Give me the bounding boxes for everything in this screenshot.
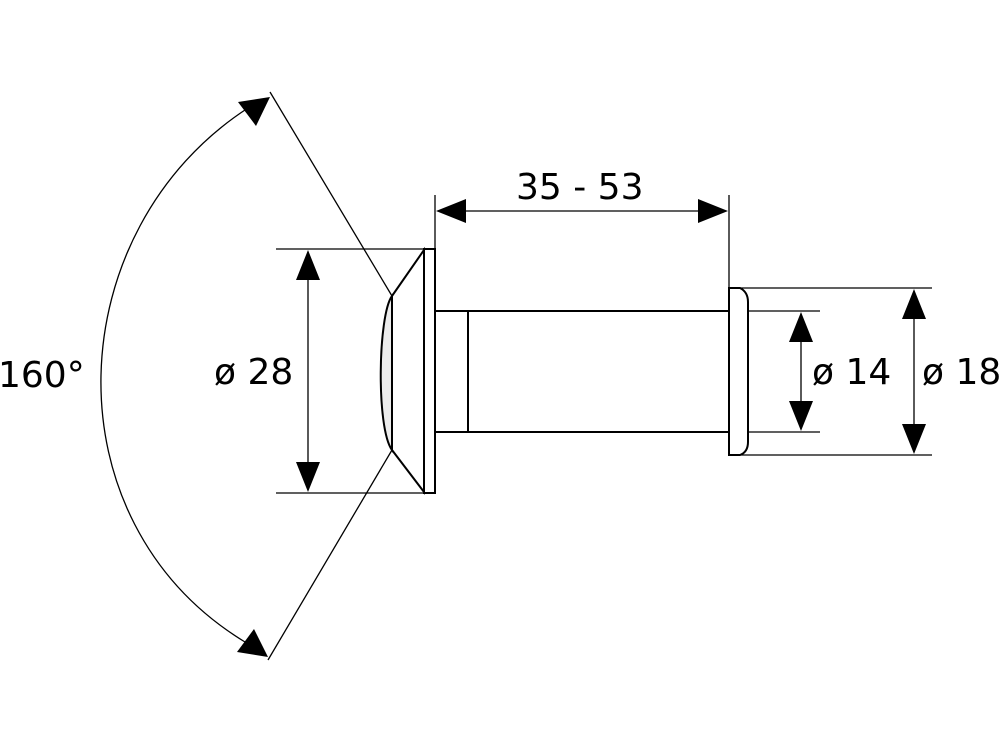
head-diameter-label: ø 28 [214, 352, 293, 393]
barrel-end-cap [728, 287, 749, 456]
angle-arrow-top [238, 97, 270, 126]
outer-arrow-bottom [902, 424, 926, 454]
lens-dome [379, 292, 393, 454]
head-arrow-top [296, 250, 320, 280]
angle-ray-upper [269, 91, 393, 297]
angle-ray-lower [267, 449, 393, 661]
inner-diameter-label: ø 14 [812, 352, 891, 393]
angle-arc [100, 107, 249, 643]
inner-arrow-bottom [789, 401, 813, 431]
outer-diameter-dimension: ø 18 [740, 287, 1000, 456]
length-dimension: 35 - 53 [434, 167, 730, 288]
inner-diameter-dimension: ø 14 [748, 310, 891, 433]
angle-arrow-bottom [237, 629, 268, 657]
view-angle-dimension: 160° [0, 91, 393, 661]
viewer-flange [423, 248, 436, 494]
viewer-head-cone [391, 246, 425, 495]
head-arrow-bottom [296, 462, 320, 492]
barrel-tube [467, 310, 730, 433]
outer-arrow-top [902, 289, 926, 319]
length-label: 35 - 53 [516, 167, 644, 208]
angle-label: 160° [0, 355, 85, 396]
head-diameter-dimension: ø 28 [214, 248, 424, 494]
length-arrow-left [436, 199, 466, 223]
outer-diameter-label: ø 18 [922, 352, 1000, 393]
barrel-collar [434, 310, 469, 433]
length-arrow-right [698, 199, 728, 223]
door-viewer-part [379, 246, 749, 495]
inner-arrow-top [789, 312, 813, 342]
